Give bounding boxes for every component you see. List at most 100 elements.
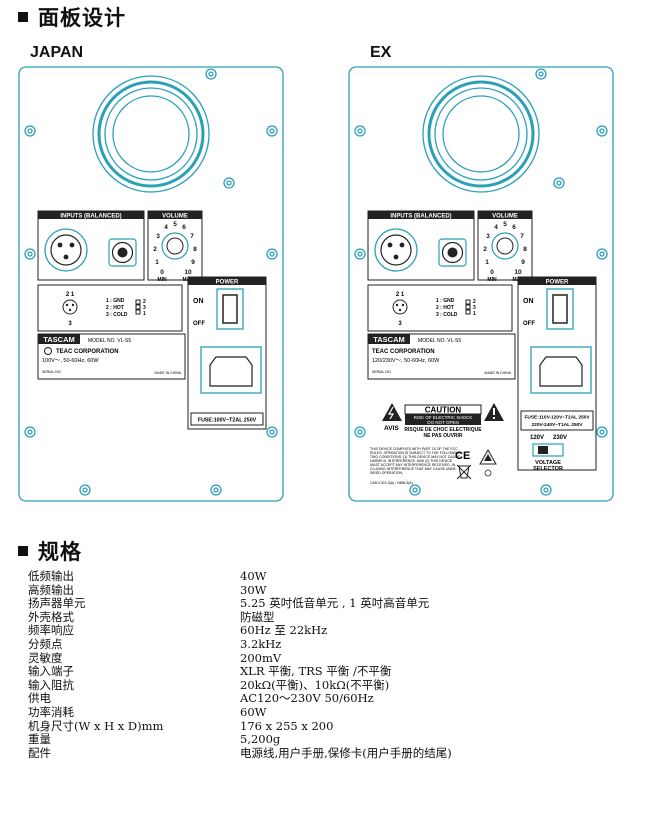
port-tube [422,75,540,193]
svg-text:THIS DEVICE COMPLIES WITH PART: THIS DEVICE COMPLIES WITH PART 15 OF THE… [370,447,458,451]
heading-bullet [18,12,28,22]
power-switch[interactable] [216,288,244,330]
svg-text:2: 2 [483,246,487,253]
brand-logo: TASCAM [373,335,405,344]
svg-text:9: 9 [191,259,195,266]
svg-text:TWO CONDITIONS: (1) THIS DEVIC: TWO CONDITIONS: (1) THIS DEVICE MAY NOT … [370,455,460,459]
svg-text:10: 10 [184,269,192,276]
svg-text:9: 9 [521,259,525,266]
avis-line-1: RISQUE DE CHOC ELECTRIQUE [404,427,482,433]
svg-text:3: 3 [473,305,476,311]
trs-plug-icon [135,299,141,315]
ex-label: EX [370,44,392,61]
volume-title: VOLUME [162,214,188,220]
inputs-frame [367,210,475,281]
weee-bin-icon [456,464,472,480]
svg-text:3: 3 [156,233,160,240]
panel-outline [18,66,284,502]
trs-plug-icon [465,299,471,315]
power-frame [517,276,597,471]
power-title: POWER [546,280,569,286]
svg-text:8: 8 [523,246,527,253]
made-in: MADE IN CHINA [485,371,512,375]
caution-title: CAUTION [425,406,462,415]
voltage-selector-switch[interactable] [532,443,564,457]
specs-title: 规格 [38,540,82,564]
svg-text:4: 4 [164,224,168,231]
svg-text:2: 2 [143,299,146,305]
manufacturer: TEAC CORPORATION [56,349,119,355]
power-on-label: ON [193,298,204,305]
ac-inlet[interactable] [530,346,592,394]
svg-text:1: 1 [473,311,476,317]
voltage-230-label: 230V [553,435,567,441]
svg-text:10: 10 [514,269,522,276]
port-tube [92,75,210,193]
xlr-input-connector[interactable] [44,228,88,272]
model-number: MODEL NO. VL-S5 [88,338,131,344]
voltage-selector-label-2: SELECTOR [533,466,563,472]
volume-knob[interactable] [161,232,189,260]
volume-scale: 0 1 2 3 4 5 6 7 8 9 10 [483,221,527,276]
pin-xlr-top: 2 1 [396,292,405,298]
recycle-triangle-icon [479,448,497,465]
avis-title: AVIS [384,425,399,432]
voltage-selector-label-1: VOLTAGE [535,460,561,466]
power-off-label: OFF [523,321,535,327]
xlr-pin-icon [62,299,78,315]
can-ices-label: CAN ICES-3(A) / NMB-3(A) [370,481,413,485]
trs-input-jack[interactable] [438,238,467,267]
volume-min-label: MIN [157,277,167,283]
specs-heading: 规格 [18,536,82,566]
trs-input-jack[interactable] [108,238,137,267]
svg-text:1: 1 [485,259,489,266]
volume-scale: 0 1 2 3 4 5 6 7 8 9 10 [153,221,197,276]
svg-text:7: 7 [190,233,194,240]
power-title: POWER [216,280,239,286]
ex-rear-panel: INPUTS (BALANCED) VOLUME 0 1 2 3 4 5 6 7… [348,66,614,502]
avis-line-2: NE PAS OUVRIR [423,433,462,439]
screw-holes [24,68,278,496]
power-switch[interactable] [546,288,574,330]
nameplate [367,333,516,380]
svg-text:0: 0 [490,269,494,276]
svg-text:4: 4 [494,224,498,231]
volume-knob[interactable] [491,232,519,260]
pin-diagram-frame [37,284,183,332]
svg-text:5: 5 [503,221,507,228]
volume-min-label: MIN [487,277,497,283]
pin-assignments: 1 : GND 2 : HOT 3 : COLD [106,298,128,318]
svg-text:2 : HOT: 2 : HOT [436,305,454,311]
power-rating: 100V～, 50-60Hz, 60W [42,358,99,364]
svg-text:HARMFUL INTERFERENCE, AND (2): HARMFUL INTERFERENCE, AND (2) THIS DEVIC… [370,459,453,463]
xlr-input-connector[interactable] [374,228,418,272]
warning-triangle-icon [382,403,402,421]
pin-xlr-bottom: 3 [398,321,402,327]
pin-xlr-bottom: 3 [68,321,72,327]
brand-logo: TASCAM [43,335,75,344]
svg-text:3 : COLD: 3 : COLD [106,312,128,318]
panel-design-title: 面板设计 [38,6,126,30]
inputs-title: INPUTS (BALANCED) [390,214,451,220]
voltage-120-label: 120V [530,435,544,441]
inputs-title: INPUTS (BALANCED) [60,214,121,220]
svg-text:8: 8 [193,246,197,253]
svg-text:2: 2 [473,299,476,305]
ac-inlet[interactable] [200,346,262,394]
svg-text:1: 1 [155,259,159,266]
fuse-rating: FUSE:100V~T2AL 250V [198,418,257,424]
volume-title: VOLUME [492,214,518,220]
power-rating: 120/230V～, 50-60Hz, 60W [372,358,440,364]
svg-text:1 : GND: 1 : GND [106,298,125,304]
